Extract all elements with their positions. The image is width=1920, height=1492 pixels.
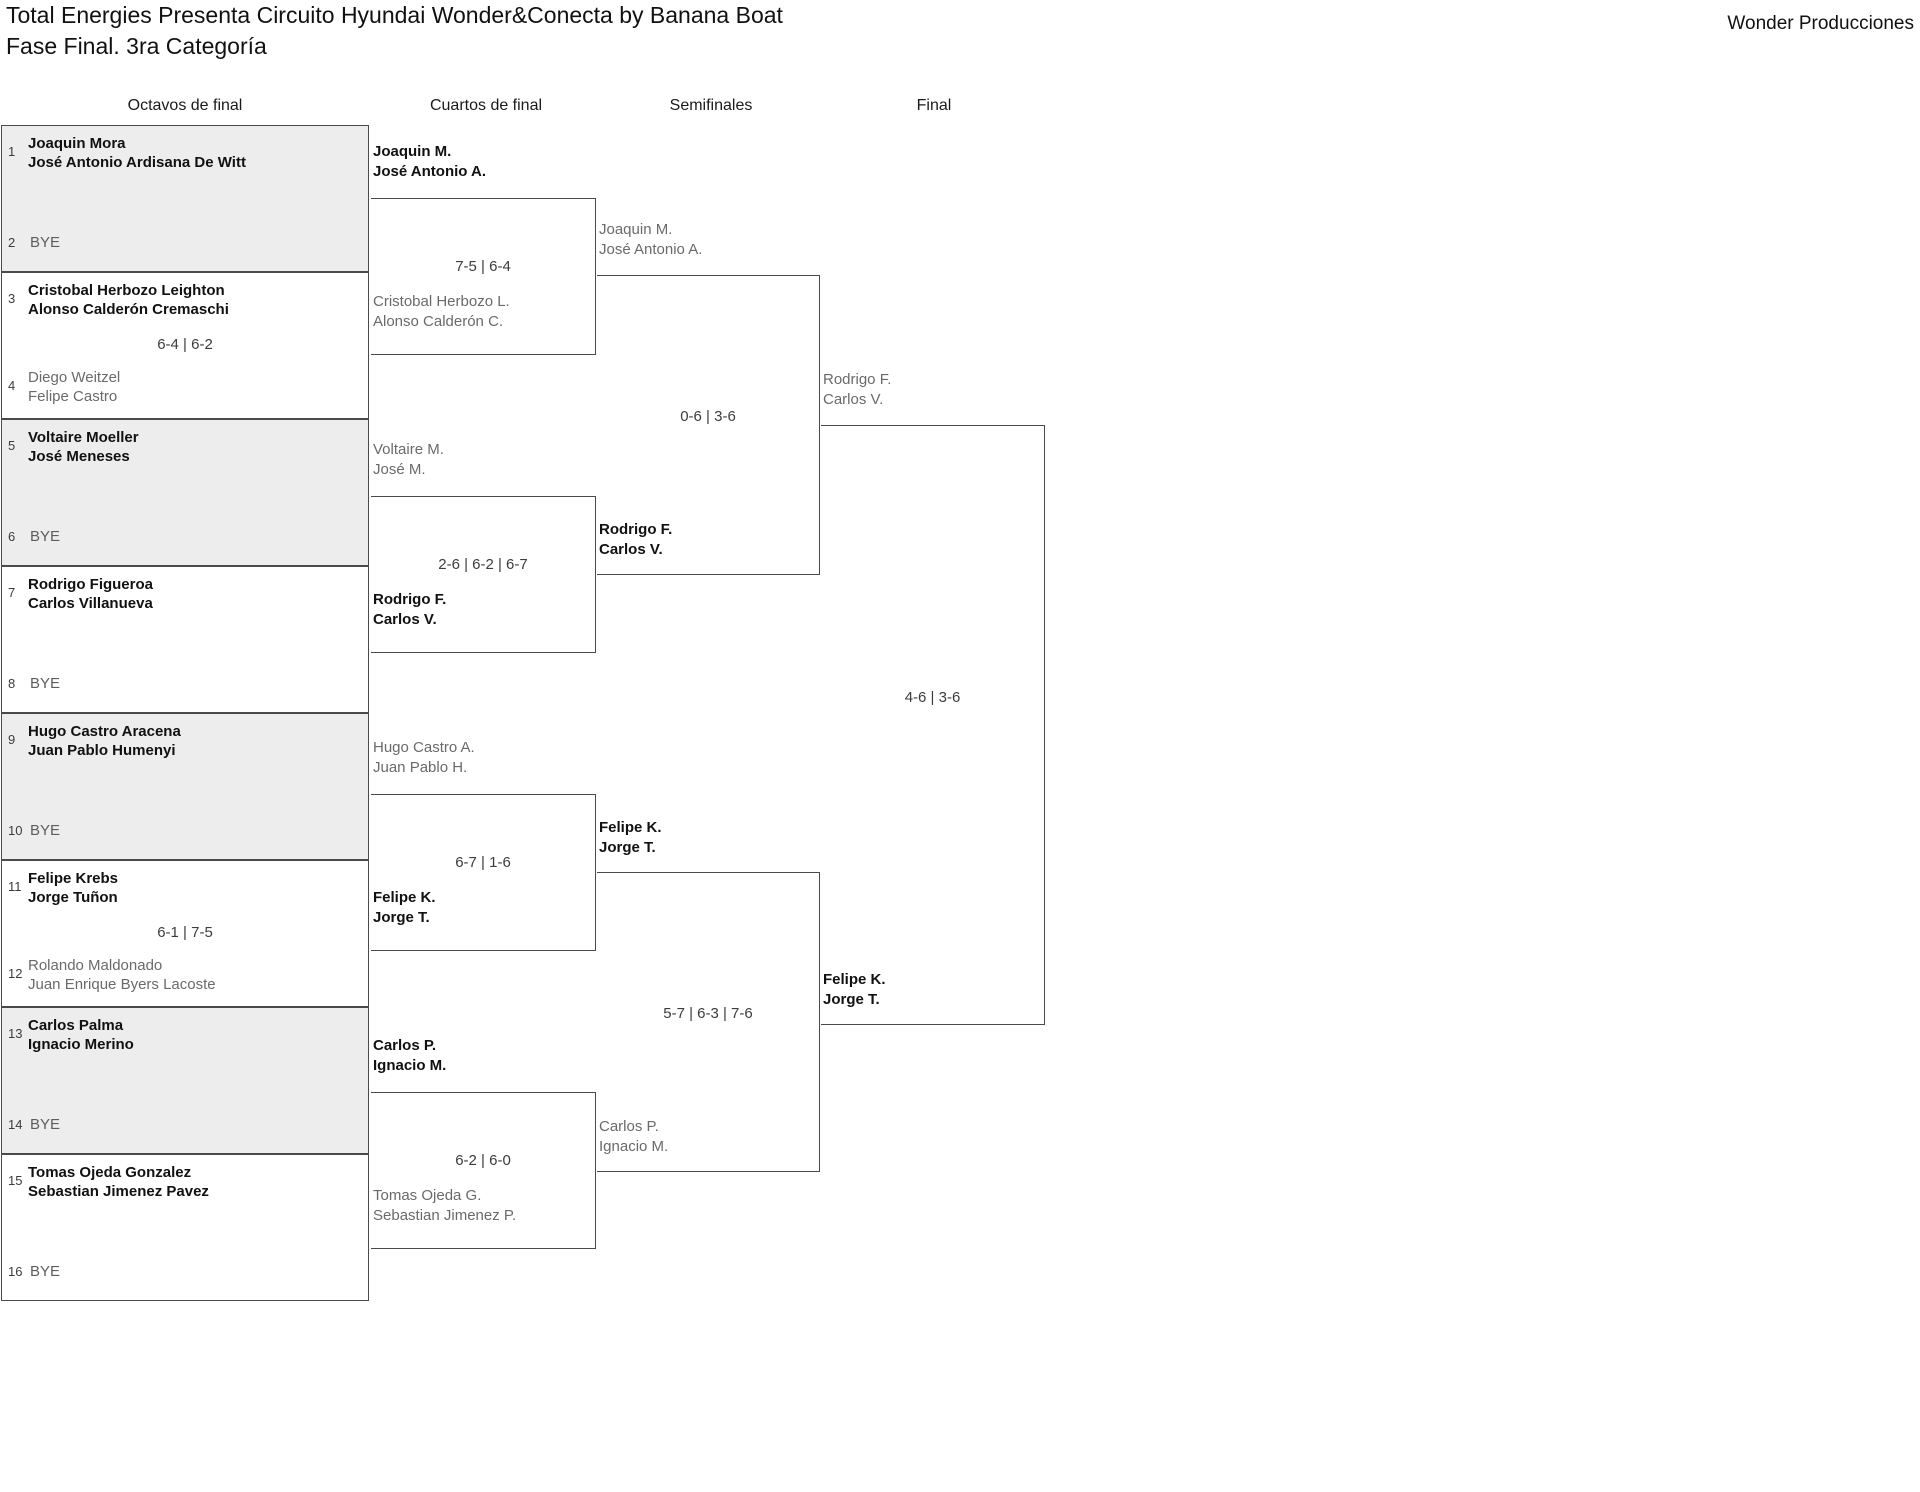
r1-match-3-bottom-slot: 6 BYE	[2, 517, 368, 557]
r2-match-1-bottom-team: Cristobal Herbozo L.Alonso Calderón C.	[373, 293, 510, 330]
seed-number: 10	[8, 823, 23, 838]
r2-match-1-top-team: Joaquin M.José Antonio A.	[373, 143, 487, 180]
r4-match-1-top-team: Rodrigo F.Carlos V.	[823, 371, 892, 408]
team-name: BYE	[30, 675, 61, 692]
r1-match-5-bottom-slot: 10 BYE	[2, 811, 368, 851]
r4-match-1-bottom-team: Felipe K.Jorge T.	[823, 971, 886, 1008]
r2-match-1-score: 7-5 | 6-4	[455, 258, 511, 275]
seed-number: 4	[8, 378, 16, 393]
r2-match-2-score: 2-6 | 6-2 | 6-7	[438, 556, 528, 573]
r3-match-2-score: 5-7 | 6-3 | 7-6	[663, 1005, 753, 1022]
round-label-final: Final	[916, 97, 952, 114]
team-name: BYE	[30, 234, 61, 251]
seed-number: 6	[8, 529, 16, 544]
seed-number: 3	[8, 291, 16, 306]
r3-match-1-box[interactable]: 0-6 | 3-6	[597, 275, 820, 575]
seed-number: 8	[8, 676, 16, 691]
r1-match-1-bottom-slot: 2 BYE	[2, 223, 368, 263]
seed-number: 13	[8, 1026, 23, 1041]
r1-match-4-bottom-slot: 8 BYE	[2, 664, 368, 704]
team-name: BYE	[30, 1263, 61, 1280]
seed-number: 1	[8, 144, 16, 159]
r2-match-2-bottom-team: Rodrigo F.Carlos V.	[373, 591, 447, 628]
seed-number: 16	[8, 1264, 23, 1279]
r1-match-6-score: 6-1 | 7-5	[157, 924, 213, 941]
seed-number: 2	[8, 235, 16, 250]
seed-number: 5	[8, 438, 16, 453]
r2-match-4-bottom-team: Tomas Ojeda G.Sebastian Jimenez P.	[373, 1187, 517, 1224]
brand-label: Wonder Producciones	[1727, 13, 1914, 34]
team-name: BYE	[30, 822, 61, 839]
r2-match-4-score: 6-2 | 6-0	[455, 1152, 511, 1169]
team-name: BYE	[30, 528, 61, 545]
r3-match-2-top-team: Felipe K.Jorge T.	[599, 819, 662, 856]
r4-match-1-box[interactable]: 4-6 | 3-6	[821, 425, 1045, 1025]
r3-match-1-bottom-team: Rodrigo F.Carlos V.	[599, 521, 673, 558]
r2-match-3-score: 6-7 | 1-6	[455, 854, 511, 871]
r3-match-1-score: 0-6 | 3-6	[680, 408, 736, 425]
r3-match-2-bottom-team: Carlos P.Ignacio M.	[599, 1118, 669, 1155]
r2-match-4-box[interactable]: 6-2 | 6-0	[371, 1092, 596, 1249]
r2-match-2-box[interactable]: 2-6 | 6-2 | 6-7	[371, 496, 596, 653]
r3-match-2-box[interactable]: 5-7 | 6-3 | 7-6	[597, 872, 820, 1172]
round-label-octavos: Octavos de final	[127, 97, 243, 114]
r3-match-1-top-team: Joaquin M.José Antonio A.	[599, 221, 703, 258]
seed-number: 9	[8, 732, 16, 747]
seed-number: 11	[8, 879, 22, 894]
r4-match-1-score: 4-6 | 3-6	[904, 689, 961, 706]
team-name: BYE	[30, 1116, 61, 1133]
page-title: Total Energies Presenta Circuito Hyundai…	[6, 2, 783, 59]
r2-match-3-top-team: Hugo Castro A.Juan Pablo H.	[373, 739, 475, 776]
r2-match-3-bottom-team: Felipe K.Jorge T.	[373, 889, 436, 926]
r2-match-2-top-team: Voltaire M.José M.	[373, 441, 444, 478]
seed-number: 12	[8, 966, 23, 981]
round-label-semifinales: Semifinales	[669, 97, 753, 114]
round-label-cuartos: Cuartos de final	[429, 97, 543, 114]
seed-number: 7	[8, 585, 16, 600]
seed-number: 14	[8, 1117, 23, 1132]
seed-number: 15	[8, 1173, 23, 1188]
r1-match-7-bottom-slot: 14 BYE	[2, 1105, 368, 1145]
r1-match-2-score: 6-4 | 6-2	[157, 336, 213, 353]
r2-match-1-box[interactable]: 7-5 | 6-4	[371, 198, 596, 355]
r2-match-3-box[interactable]: 6-7 | 1-6	[371, 794, 596, 951]
r2-match-4-top-team: Carlos P.Ignacio M.	[373, 1037, 447, 1074]
r1-match-8-bottom-slot: 16 BYE	[2, 1252, 368, 1292]
